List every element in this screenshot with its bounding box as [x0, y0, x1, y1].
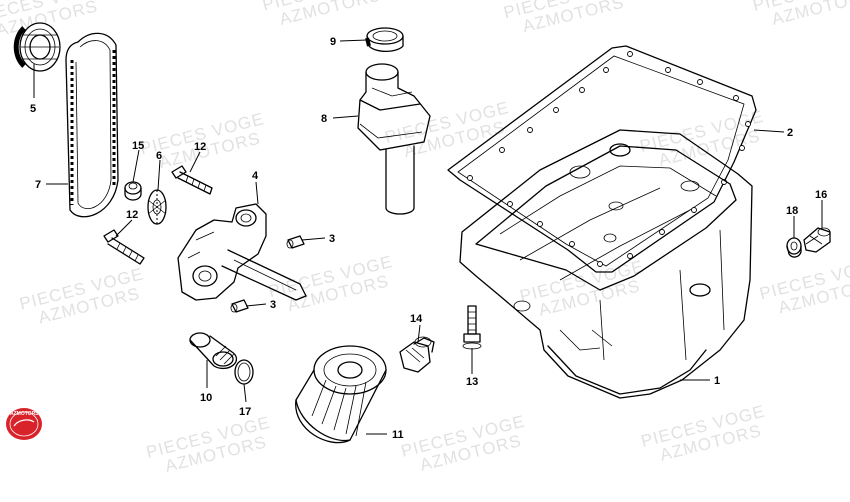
watermark-layer: PIECES VOGE AZMOTORS PIECES VOGE AZMOTOR… [0, 0, 850, 476]
dowel-pin [286, 235, 305, 249]
logo-text: AZMOTORS [10, 411, 39, 417]
oil-filter-adapter [189, 332, 238, 370]
fitting [399, 336, 435, 373]
callout-13: 13 [466, 376, 478, 388]
callout-17: 17 [239, 406, 251, 418]
bolt-long [462, 305, 482, 350]
callout-6: 6 [156, 150, 162, 162]
callout-11: 11 [392, 429, 404, 441]
oil-strainer [357, 63, 431, 215]
callout-3: 3 [270, 299, 276, 311]
strainer-seal [365, 27, 404, 52]
bolt [103, 229, 145, 265]
oil-pan-gasket [447, 45, 757, 273]
callout-12: 12 [194, 141, 206, 153]
callout-1: 1 [714, 375, 720, 387]
drain-washer [786, 237, 802, 258]
bolt [171, 165, 213, 195]
callout-3: 3 [329, 233, 335, 245]
washer-small [124, 181, 142, 201]
o-ring [234, 359, 254, 385]
callout-16: 16 [815, 189, 827, 201]
callout-9: 9 [330, 36, 336, 48]
callout-4: 4 [252, 170, 259, 182]
drive-chain [65, 32, 119, 218]
oil-pan [459, 129, 753, 399]
callout-2: 2 [787, 127, 793, 139]
dowel-pin [230, 299, 249, 313]
oil-pump [177, 203, 307, 301]
callout-10: 10 [200, 392, 212, 404]
callout-labels: 5 7 15 6 12 12 4 3 3 10 17 11 14 13 9 8 … [30, 36, 827, 441]
oil-filter [295, 345, 387, 444]
callout-7: 7 [35, 179, 41, 191]
drain-plug [803, 227, 831, 253]
azmotors-logo: AZMOTORS [6, 408, 42, 440]
callout-18: 18 [786, 205, 798, 217]
sprocket [13, 22, 61, 72]
leader-lines [33, 39, 823, 435]
callout-15: 15 [132, 140, 144, 152]
callout-5: 5 [30, 103, 36, 115]
callout-14: 14 [410, 313, 423, 325]
callout-12: 12 [126, 209, 138, 221]
callout-8: 8 [321, 113, 327, 125]
sprocket-small [147, 189, 167, 225]
